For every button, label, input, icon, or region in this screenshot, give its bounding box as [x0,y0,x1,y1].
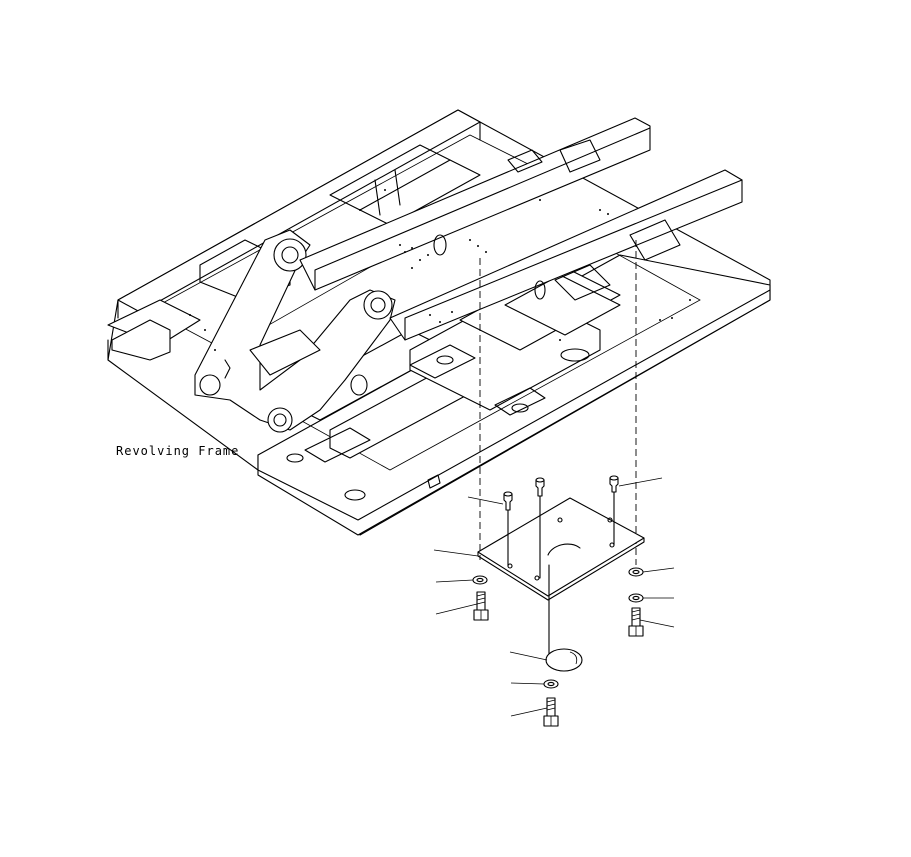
washers [472,567,644,689]
callout-leaders [433,477,675,717]
alignment-lines [479,240,637,565]
cover-plate [477,489,645,656]
revolving-frame [107,109,771,536]
round-cover [545,648,583,672]
stud-bolts [503,475,619,511]
assembly-label: Revolving Frame [116,444,240,458]
rivet-dots [189,189,691,351]
